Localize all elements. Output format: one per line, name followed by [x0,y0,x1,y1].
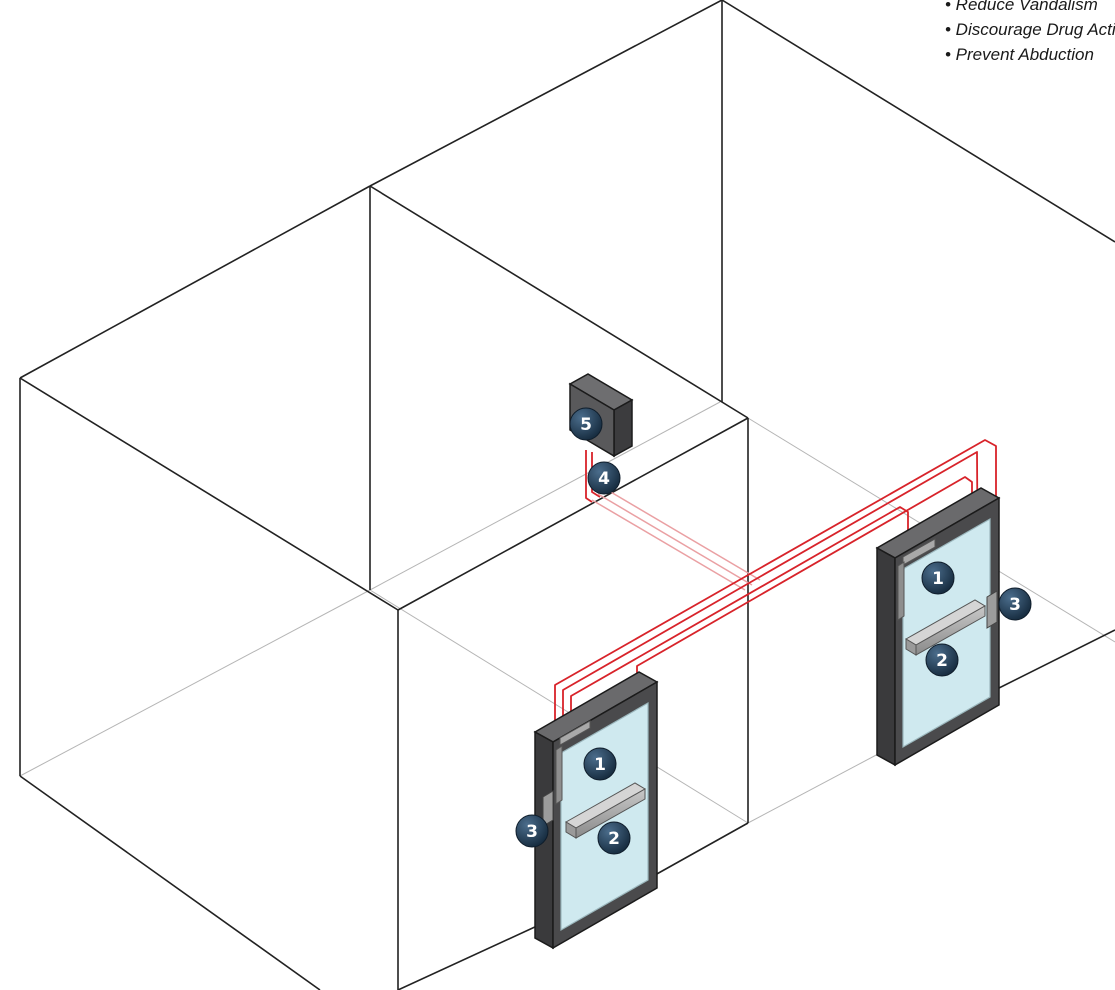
callout-2-badge: 2 [925,643,959,677]
callout-1-badge: 1 [583,747,617,781]
callout-5-badge: 5 [569,407,603,441]
room-wall-edges [19,0,1115,990]
svg-text:2: 2 [608,829,620,849]
svg-text:3: 3 [526,822,538,842]
back-door-assembly [875,487,1001,767]
svg-text:5: 5 [580,415,592,435]
benefit-item-drug-activity: • Discourage Drug Activity [945,20,1115,39]
benefit-item-vandalism: • Reduce Vandalism [945,0,1098,14]
benefit-item-abduction: • Prevent Abduction [945,45,1094,64]
benefits-list: • Reduce Vandalism • Discourage Drug Act… [945,0,1115,67]
svg-text:3: 3 [1009,595,1021,615]
svg-text:2: 2 [936,651,948,671]
front-door-assembly [533,671,659,950]
svg-text:1: 1 [594,755,606,775]
callout-2-badge: 2 [597,821,631,855]
callout-3-badge: 3 [998,587,1032,621]
svg-text:4: 4 [598,469,610,489]
svg-text:1: 1 [932,569,944,589]
callout-1-badge: 1 [921,561,955,595]
callout-3-badge: 3 [515,814,549,848]
callout-4-badge: 4 [587,461,621,495]
